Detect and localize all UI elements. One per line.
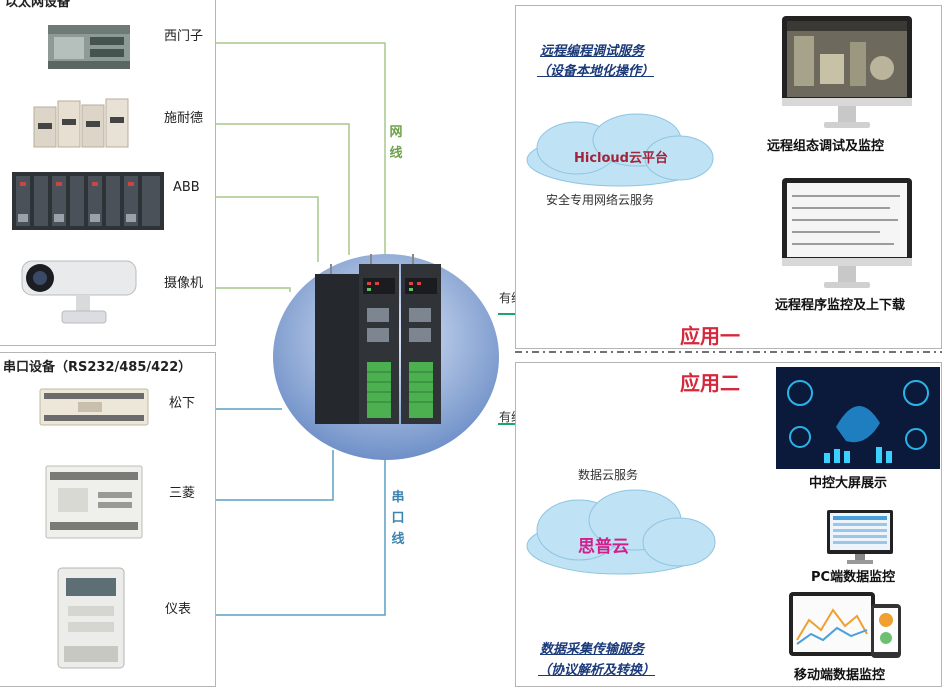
device-label-siemens: 西门子: [164, 29, 204, 44]
app2-service-subtitle: （协议解析及转换）: [538, 663, 656, 678]
scada-monitor-image: [780, 14, 914, 132]
device-label-camera: 摄像机: [164, 276, 204, 291]
device-label-schneider: 施耐德: [164, 111, 204, 126]
serial-cable-label: 串口线: [391, 490, 405, 547]
schneider-plc-image: [30, 93, 132, 153]
mobile-devices-image: [787, 590, 903, 660]
siemens-plc-image: [46, 21, 132, 73]
app2-cloud-caption: 数据云服务: [578, 468, 639, 482]
app2-output-label-pc: PC端数据监控: [811, 570, 896, 585]
iot-gateway-image: [271, 252, 501, 462]
device-label-abb: ABB: [173, 180, 200, 195]
app1-cloud-caption: 安全专用网络云服务: [546, 193, 655, 207]
panasonic-plc-image: [38, 385, 150, 429]
hicloud-cloud-icon: [519, 112, 719, 190]
app2-service-title: 数据采集传输服务: [540, 642, 645, 657]
app1-service-title: 远程编程调试服务: [540, 44, 645, 59]
sipu-cloud-icon: [519, 488, 719, 580]
app2-tag: 应用二: [680, 371, 740, 395]
mitsubishi-plc-image: [44, 462, 144, 542]
abb-plc-image: [12, 168, 164, 234]
meter-image: [56, 566, 126, 670]
device-label-mitsubishi: 三菱: [169, 486, 196, 501]
serial-section-title: 串口设备（RS232/485/422）: [3, 360, 192, 375]
device-label-panasonic: 松下: [169, 396, 196, 411]
sipu-cloud-name: 思普云: [578, 537, 629, 557]
app1-output-label-scada: 远程组态调试及监控: [767, 139, 885, 154]
app1-output-label-program: 远程程序监控及上下载: [775, 298, 906, 313]
dashboard-screen-image: [776, 367, 940, 469]
ethernet-section-title: 以太网设备: [5, 0, 71, 10]
hicloud-cloud-name: Hicloud云平台: [574, 151, 668, 166]
network-cable-label: 网线: [389, 125, 403, 161]
device-label-meter: 仪表: [165, 602, 192, 617]
app2-output-label-mobile: 移动端数据监控: [794, 668, 886, 683]
camera-image: [16, 255, 140, 327]
pc-monitor-image: [825, 508, 895, 566]
app1-tag: 应用一: [680, 324, 740, 348]
app2-output-label-dashboard: 中控大屏展示: [809, 476, 888, 491]
program-monitor-image: [780, 176, 914, 292]
app1-service-subtitle: （设备本地化操作）: [537, 64, 655, 79]
